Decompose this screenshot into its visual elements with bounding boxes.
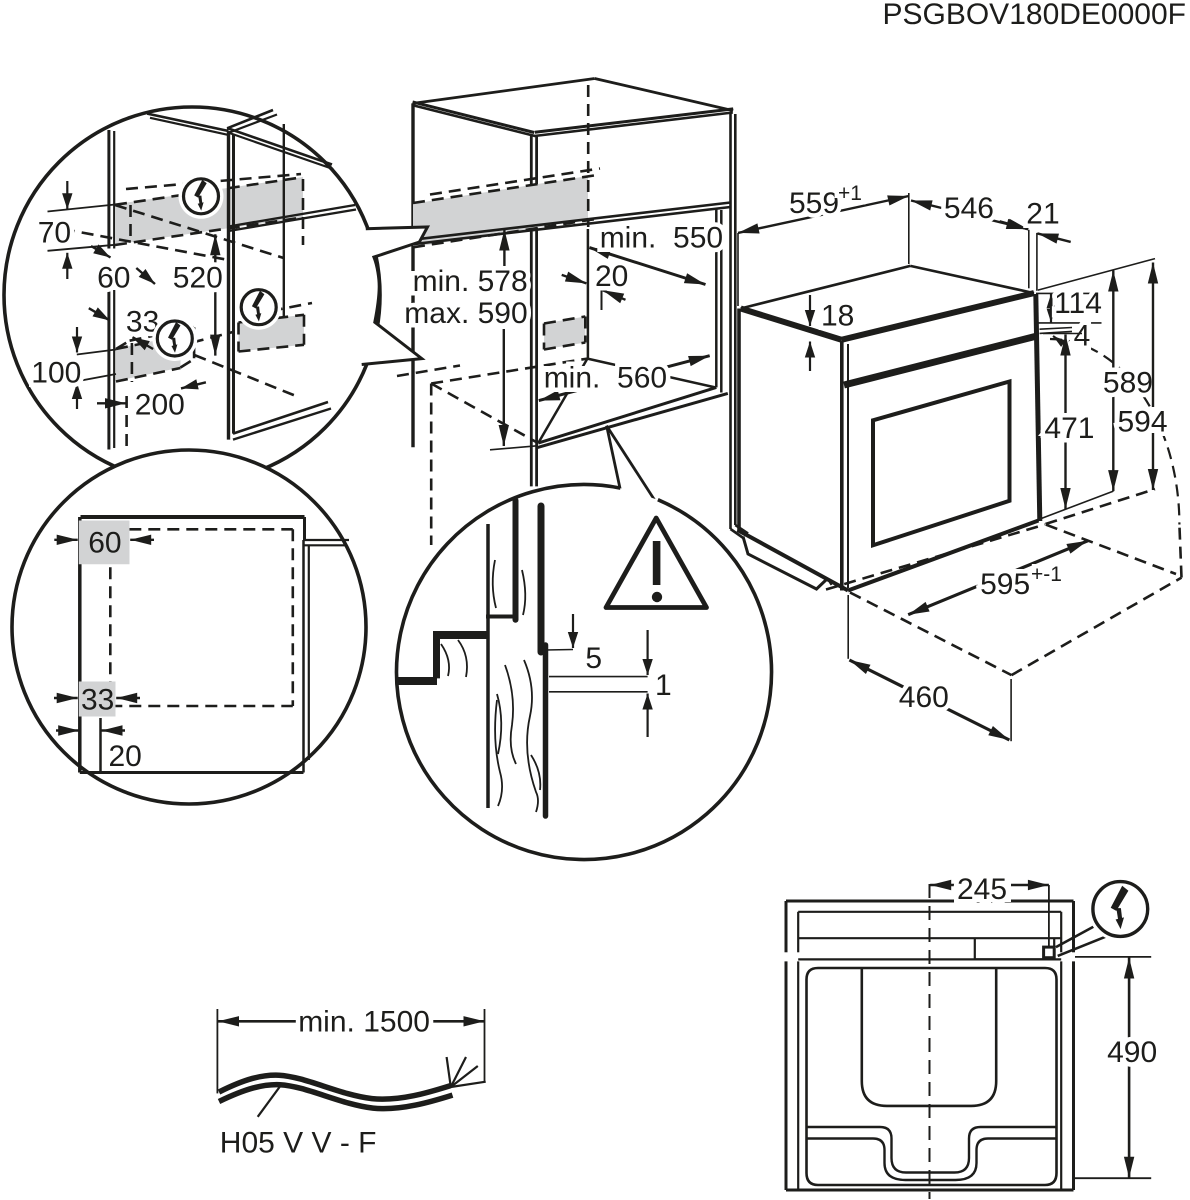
svg-text:1: 1 — [655, 669, 672, 702]
svg-text:+1: +1 — [838, 182, 862, 205]
svg-text:min. 1500: min. 1500 — [298, 1006, 430, 1039]
svg-text:PSGBOV180DE0000F: PSGBOV180DE0000F — [882, 0, 1186, 31]
svg-text:60: 60 — [88, 527, 121, 560]
svg-text:460: 460 — [899, 681, 949, 714]
svg-text:33: 33 — [81, 684, 114, 717]
svg-text:min. 560: min. 560 — [544, 361, 667, 394]
svg-text:min. 578: min. 578 — [413, 265, 528, 298]
svg-text:+-1: +-1 — [1031, 563, 1062, 586]
svg-text:min. 550: min. 550 — [600, 222, 723, 255]
svg-text:589: 589 — [1103, 367, 1153, 400]
svg-text:114: 114 — [1054, 287, 1102, 320]
svg-text:594: 594 — [1118, 406, 1168, 439]
svg-text:490: 490 — [1107, 1036, 1157, 1069]
svg-text:520: 520 — [173, 262, 223, 295]
svg-text:H05 V V - F: H05 V V - F — [220, 1127, 377, 1160]
svg-text:5: 5 — [585, 642, 602, 675]
svg-text:100: 100 — [31, 356, 81, 389]
svg-text:20: 20 — [109, 740, 142, 773]
svg-text:4: 4 — [1074, 319, 1091, 352]
svg-text:70: 70 — [38, 217, 71, 250]
svg-text:200: 200 — [135, 388, 185, 421]
svg-text:559: 559 — [789, 187, 839, 220]
svg-text:20: 20 — [595, 260, 628, 293]
svg-text:60: 60 — [97, 262, 130, 295]
svg-text:471: 471 — [1044, 412, 1094, 445]
svg-text:max. 590: max. 590 — [404, 297, 527, 330]
svg-text:546: 546 — [944, 192, 994, 225]
svg-text:18: 18 — [821, 299, 854, 332]
svg-text:245: 245 — [957, 873, 1007, 906]
svg-text:21: 21 — [1026, 197, 1059, 230]
svg-text:595: 595 — [980, 568, 1030, 601]
